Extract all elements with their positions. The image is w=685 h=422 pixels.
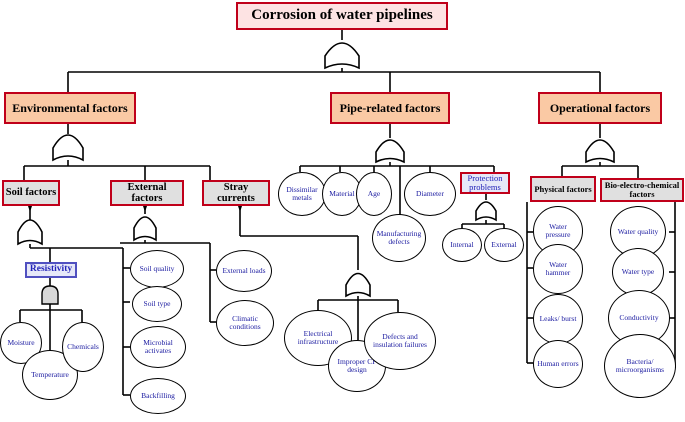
leaf-defects: Defects and insulation failures — [364, 312, 436, 370]
leaf-age: Age — [356, 172, 392, 216]
category-operational: Operational factors — [538, 92, 662, 124]
leaf-microbial: Microbial activates — [130, 326, 186, 368]
leaf-soil-quality: Soil quality — [130, 250, 184, 288]
leaf-water-type: Water type — [612, 248, 664, 296]
physical-factors-box: Physical factors — [530, 176, 596, 202]
stray-currents-box: Stray currents — [202, 180, 270, 206]
leaf-external: External — [484, 228, 524, 262]
or-gate-soil — [17, 219, 43, 246]
resistivity-box: Resistivity — [25, 262, 77, 278]
leaf-climatic: Climatic conditions — [216, 300, 274, 346]
leaf-bacteria: Bacteria/ microorganisms — [604, 334, 676, 398]
or-gate-operational — [585, 139, 615, 164]
or-gate-environmental — [52, 134, 84, 162]
leaf-moisture: Moisture — [0, 322, 42, 364]
category-pipe: Pipe-related factors — [330, 92, 450, 124]
leaf-chemicals: Chemicals — [62, 322, 104, 372]
or-gate-stray — [345, 272, 371, 298]
or-gate-protection — [475, 201, 497, 222]
leaf-soil-type: Soil type — [132, 286, 182, 322]
leaf-dissimilar-metals: Dissimilar metals — [278, 172, 326, 216]
leaf-external-loads: External loads — [216, 250, 272, 292]
category-environmental: Environmental factors — [4, 92, 136, 124]
and-gate-resistivity — [41, 285, 59, 305]
or-gate-external — [133, 216, 157, 242]
leaf-backfilling: Backfilling — [130, 378, 186, 414]
leaf-diameter: Diameter — [404, 172, 456, 216]
leaf-water-hammer: Water hammer — [533, 244, 583, 294]
external-factors-box: External factors — [110, 180, 184, 206]
soil-factors-box: Soil factors — [2, 180, 60, 206]
leaf-material: Material — [322, 172, 362, 216]
or-gate-title — [324, 42, 360, 70]
protection-problems-box: Protection problems — [460, 172, 510, 194]
leaf-leaks-burst: Leaks/ burst — [533, 294, 583, 344]
diagram-title: Corrosion of water pipelines — [236, 2, 448, 30]
leaf-internal: Internal — [442, 228, 482, 262]
leaf-manufacturing: Manufacturing defects — [372, 214, 426, 262]
bio-electro-chemical-box: Bio-electro-chemical factors — [600, 178, 684, 202]
leaf-electrical: Electrical infrastructure — [284, 310, 352, 366]
leaf-human-errors: Human errors — [533, 340, 583, 388]
or-gate-pipe — [375, 139, 405, 164]
